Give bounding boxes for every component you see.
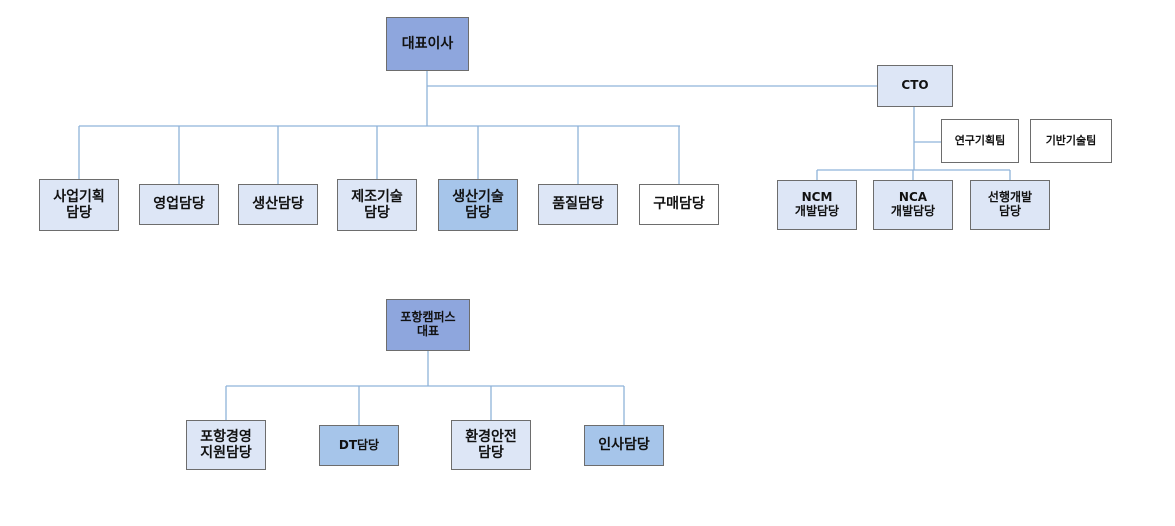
dept-sales: 영업담당 xyxy=(139,184,219,225)
dept-production-tech: 생산기술 담당 xyxy=(438,179,518,231)
ceo-connectors xyxy=(78,71,877,184)
pohang-campus-head-box: 포항캠퍼스 대표 xyxy=(386,299,470,351)
dept-advanced-development: 선행개발 담당 xyxy=(970,180,1050,230)
dept-ncm-development: NCM 개발담당 xyxy=(777,180,857,230)
dept-pohang-admin-support: 포항경영 지원담당 xyxy=(186,420,266,470)
team-research-planning: 연구기획팀 xyxy=(941,119,1019,163)
pohang-connectors xyxy=(225,351,625,425)
cto-connectors xyxy=(816,107,1011,180)
ceo-box: 대표이사 xyxy=(386,17,469,71)
dept-dt: DT담당 xyxy=(319,425,399,466)
dept-sales-planning: 사업기획 담당 xyxy=(39,179,119,231)
team-base-technology: 기반기술팀 xyxy=(1030,119,1112,163)
dept-purchasing: 구매담당 xyxy=(639,184,719,225)
dept-nca-development: NCA 개발담당 xyxy=(873,180,953,230)
dept-manufacturing-tech: 제조기술 담당 xyxy=(337,179,417,231)
cto-box: CTO xyxy=(877,65,953,107)
dept-env-safety: 환경안전 담당 xyxy=(451,420,531,470)
dept-production: 생산담당 xyxy=(238,184,318,225)
dept-hr: 인사담당 xyxy=(584,425,664,466)
dept-quality: 품질담당 xyxy=(538,184,618,225)
